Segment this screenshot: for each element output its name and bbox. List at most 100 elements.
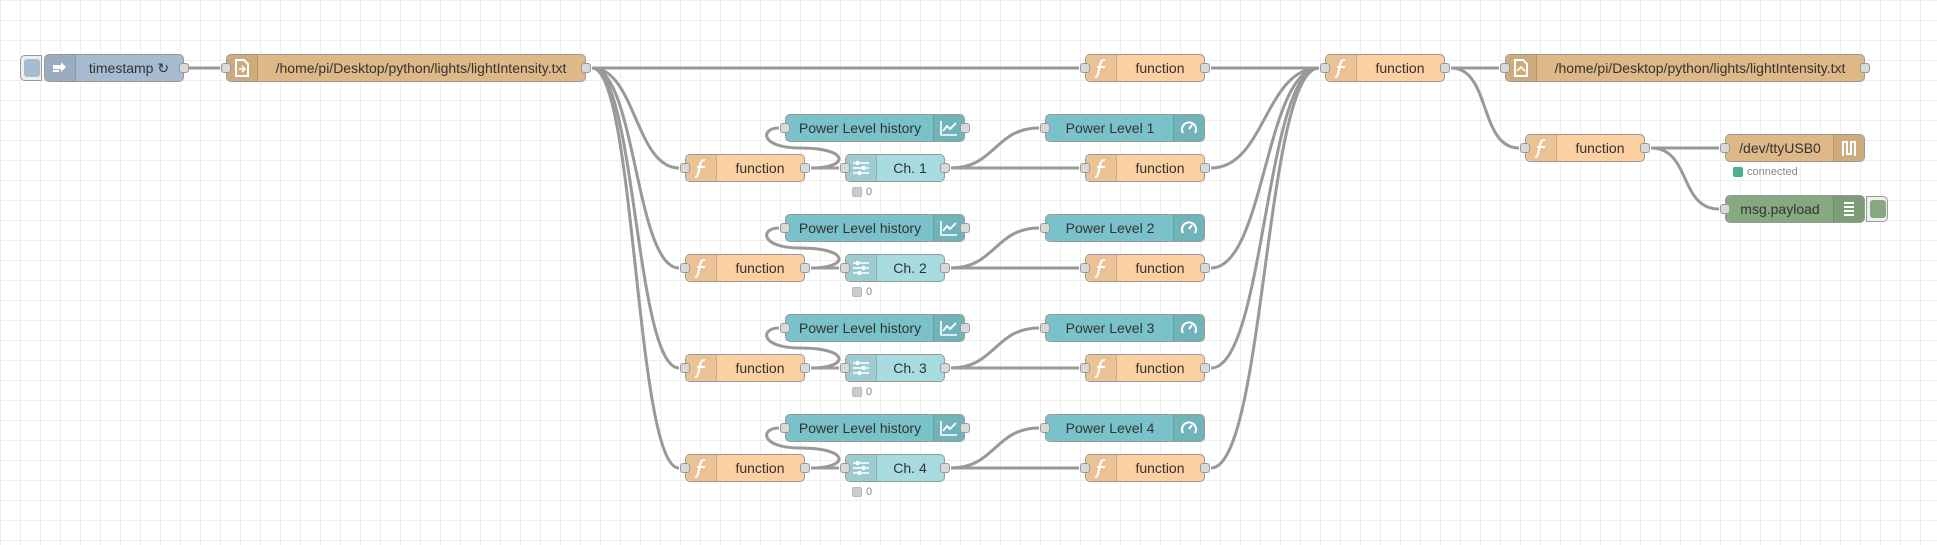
output-port[interactable] xyxy=(940,363,950,373)
function-node-serial[interactable]: function xyxy=(1520,134,1650,162)
output-port[interactable] xyxy=(960,123,970,133)
input-port[interactable] xyxy=(840,263,850,273)
input-port[interactable] xyxy=(680,163,690,173)
function-node-channel-in[interactable]: function xyxy=(680,254,810,282)
output-port[interactable] xyxy=(581,63,591,73)
input-port[interactable] xyxy=(780,223,790,233)
inject-trigger-button[interactable] xyxy=(20,55,42,81)
function-node-label: function xyxy=(735,160,785,176)
chart-node-history[interactable]: Power Level history xyxy=(780,314,970,342)
input-port[interactable] xyxy=(1040,423,1050,433)
input-port[interactable] xyxy=(1520,143,1530,153)
function-node-top[interactable]: function xyxy=(1080,54,1210,82)
function-node-label: function xyxy=(1375,60,1425,76)
function-node-channel-out[interactable]: function xyxy=(1080,454,1210,482)
input-port[interactable] xyxy=(1080,63,1090,73)
function-icon xyxy=(1526,135,1557,161)
output-port[interactable] xyxy=(1200,463,1210,473)
inject-node[interactable]: timestamp ↻ xyxy=(44,54,189,82)
output-port[interactable] xyxy=(1860,63,1870,73)
function-node-channel-out[interactable]: function xyxy=(1080,254,1210,282)
function-node-merge[interactable]: function xyxy=(1320,54,1450,82)
chart-node-history[interactable]: Power Level history xyxy=(780,414,970,442)
wire[interactable] xyxy=(591,66,680,370)
input-port[interactable] xyxy=(1720,143,1730,153)
output-port[interactable] xyxy=(940,263,950,273)
input-port[interactable] xyxy=(840,363,850,373)
input-port[interactable] xyxy=(780,323,790,333)
input-port[interactable] xyxy=(1080,263,1090,273)
slider-status: 0 xyxy=(852,186,872,198)
output-port[interactable] xyxy=(179,63,189,73)
wire[interactable] xyxy=(1210,66,1320,370)
function-node-channel-in[interactable]: function xyxy=(680,154,810,182)
inject-icon xyxy=(45,55,76,81)
gauge-node[interactable]: Power Level 2 xyxy=(1040,214,1205,242)
wire[interactable] xyxy=(591,66,680,470)
input-port[interactable] xyxy=(1320,63,1330,73)
slider-node[interactable]: Ch. 4 xyxy=(840,454,950,482)
input-port[interactable] xyxy=(680,363,690,373)
wire[interactable] xyxy=(591,66,680,170)
output-port[interactable] xyxy=(1640,143,1650,153)
output-port[interactable] xyxy=(800,363,810,373)
output-port[interactable] xyxy=(800,263,810,273)
output-port[interactable] xyxy=(940,463,950,473)
wire[interactable] xyxy=(1210,66,1320,270)
slider-node[interactable]: Ch. 3 xyxy=(840,354,950,382)
input-port[interactable] xyxy=(780,423,790,433)
function-node-label: function xyxy=(735,360,785,376)
debug-node[interactable]: msg.payload xyxy=(1720,195,1865,223)
output-port[interactable] xyxy=(800,163,810,173)
input-port[interactable] xyxy=(840,463,850,473)
slider-icon xyxy=(846,355,877,381)
output-port[interactable] xyxy=(1200,63,1210,73)
input-port[interactable] xyxy=(1720,204,1730,214)
input-port[interactable] xyxy=(1080,463,1090,473)
output-port[interactable] xyxy=(1440,63,1450,73)
file-in-node[interactable]: /home/pi/Desktop/python/lights/lightInte… xyxy=(221,54,591,82)
gauge-icon xyxy=(1173,415,1204,441)
function-node-label: function xyxy=(1135,60,1185,76)
wire[interactable] xyxy=(1210,66,1320,470)
function-node-channel-in[interactable]: function xyxy=(680,454,810,482)
function-node-channel-out[interactable]: function xyxy=(1080,154,1210,182)
input-port[interactable] xyxy=(780,123,790,133)
input-port[interactable] xyxy=(680,463,690,473)
serial-out-node[interactable]: /dev/ttyUSB0 xyxy=(1720,134,1865,162)
file-out-node[interactable]: /home/pi/Desktop/python/lights/lightInte… xyxy=(1500,54,1870,82)
input-port[interactable] xyxy=(1080,163,1090,173)
output-port[interactable] xyxy=(940,163,950,173)
output-port[interactable] xyxy=(1200,163,1210,173)
input-port[interactable] xyxy=(1080,363,1090,373)
gauge-node-label: Power Level 3 xyxy=(1065,320,1155,336)
output-port[interactable] xyxy=(960,323,970,333)
function-node-channel-out[interactable]: function xyxy=(1080,354,1210,382)
input-port[interactable] xyxy=(680,263,690,273)
gauge-node[interactable]: Power Level 1 xyxy=(1040,114,1205,142)
slider-node[interactable]: Ch. 2 xyxy=(840,254,950,282)
input-port[interactable] xyxy=(1500,63,1510,73)
slider-node[interactable]: Ch. 1 xyxy=(840,154,950,182)
wire[interactable] xyxy=(591,66,680,270)
input-port[interactable] xyxy=(840,163,850,173)
gauge-node[interactable]: Power Level 3 xyxy=(1040,314,1205,342)
output-port[interactable] xyxy=(960,423,970,433)
chart-node-history[interactable]: Power Level history xyxy=(780,114,970,142)
slider-icon xyxy=(846,155,877,181)
input-port[interactable] xyxy=(221,63,231,73)
wire[interactable] xyxy=(1650,146,1720,211)
input-port[interactable] xyxy=(1040,323,1050,333)
output-port[interactable] xyxy=(1200,263,1210,273)
chart-node-history[interactable]: Power Level history xyxy=(780,214,970,242)
input-port[interactable] xyxy=(1040,123,1050,133)
output-port[interactable] xyxy=(1200,363,1210,373)
output-port[interactable] xyxy=(960,223,970,233)
gauge-node[interactable]: Power Level 4 xyxy=(1040,414,1205,442)
wire[interactable] xyxy=(1210,66,1320,170)
function-node-channel-in[interactable]: function xyxy=(680,354,810,382)
input-port[interactable] xyxy=(1040,223,1050,233)
output-port[interactable] xyxy=(800,463,810,473)
debug-toggle-button[interactable] xyxy=(1866,196,1888,222)
gauge-icon xyxy=(1173,315,1204,341)
